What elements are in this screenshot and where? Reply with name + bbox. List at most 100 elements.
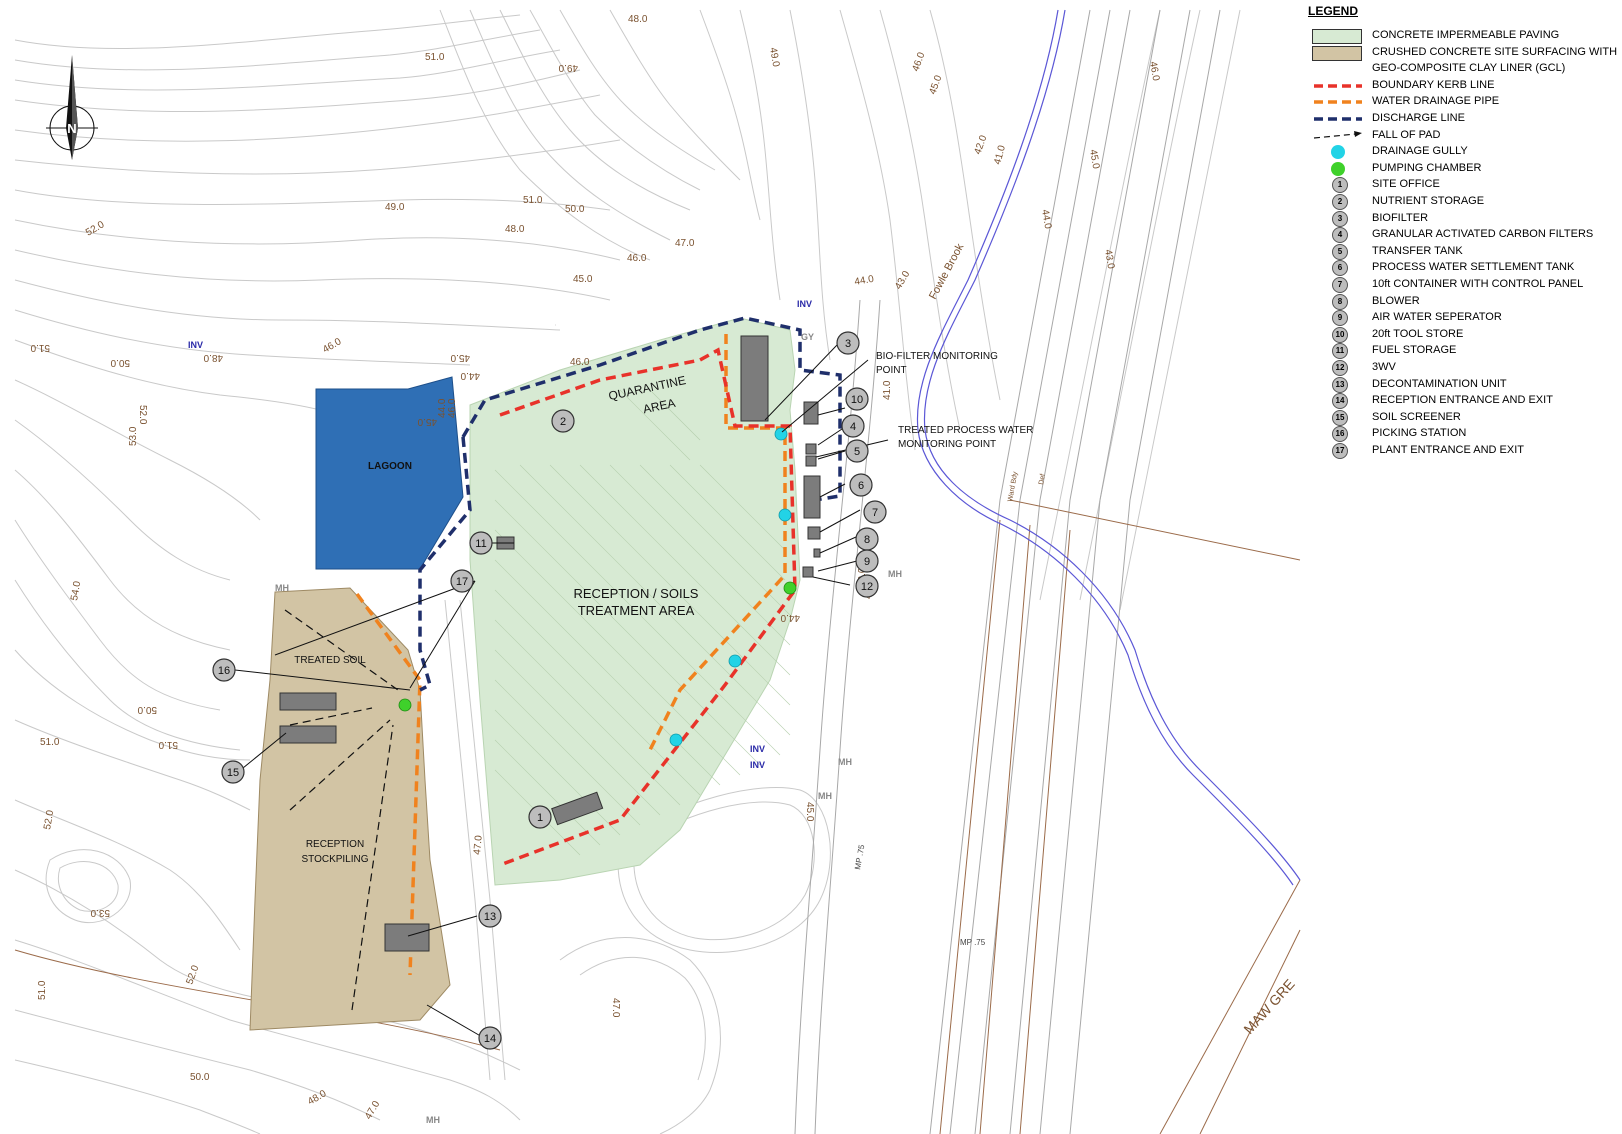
legend-symbol: 11 (1312, 343, 1364, 360)
inv-label-2: INV (188, 340, 203, 350)
legend-symbol: 4 (1312, 227, 1364, 244)
contour-elevation-label: 50.0 (137, 704, 157, 715)
badge-number: 2 (560, 416, 566, 428)
legend-symbol: 10 (1312, 326, 1364, 343)
stockpile-label-1: RECEPTION (306, 839, 364, 850)
legend-number-badge: 4 (1332, 227, 1348, 244)
contour-elevation-label: 42.0 (972, 134, 989, 156)
contour-elevation-label: 46.0 (627, 253, 647, 264)
map-number-badge: 8 (855, 527, 879, 551)
stockpile-label-2: STOCKPILING (301, 854, 368, 865)
legend-item: WATER DRAINAGE PIPE (1300, 94, 1622, 110)
badge-circle (849, 473, 873, 497)
biofilter-monitoring-label-2: POINT (876, 365, 907, 376)
legend-symbol: 12 (1312, 360, 1364, 376)
contour-elevation-label: 44.0 (460, 370, 480, 381)
legend-item-label: BLOWER (1372, 294, 1420, 307)
legend-number-badge: 15 (1332, 409, 1348, 426)
contour-elevation-label: 48.0 (306, 1088, 329, 1107)
contour-elevation-label: 50.0 (110, 357, 130, 368)
legend-item-label: GRANULAR ACTIVATED CARBON FILTERS (1372, 228, 1594, 241)
legend-item-label: SITE OFFICE (1372, 178, 1440, 191)
legend-number-badge: 1 (1332, 177, 1348, 194)
map-number-badge: 4 (841, 414, 865, 438)
legend-number-badge: 12 (1332, 360, 1348, 376)
badge-circle (855, 549, 879, 573)
contour-elevation-label: 45.0 (927, 74, 944, 96)
badge-circle (528, 805, 552, 829)
map-number-badge: 5 (845, 439, 869, 463)
north-arrow: N (46, 55, 98, 160)
contour-elevation-label: 45.0 (573, 274, 593, 285)
legend-item: 16 PICKING STATION (1300, 426, 1622, 443)
legend-title: LEGEND (1308, 4, 1359, 18)
legend-item-label: BIOFILTER (1372, 211, 1429, 224)
discharge-line (418, 316, 842, 692)
legend-item-label: GEO-COMPOSITE CLAY LINER (GCL) (1372, 62, 1566, 75)
legend-symbol (1312, 45, 1364, 61)
legend-item: PUMPING CHAMBER (1300, 161, 1622, 177)
callout-labels: BIO-FILTER MONITORING POINT TREATED PROC… (876, 351, 1033, 450)
def-label: Def (1038, 473, 1047, 485)
badge-circle (841, 414, 865, 438)
paving-area (469, 317, 801, 886)
map-number-badge: 9 (855, 549, 879, 573)
contour-elevation-label: 49.0 (767, 47, 781, 69)
contour-elevation-label: 47.0 (610, 998, 621, 1018)
biofilter-monitoring-label-1: BIO-FILTER MONITORING (876, 351, 998, 362)
legend-number-badge: 16 (1332, 426, 1348, 443)
mp-label-2: MP .75 (960, 938, 986, 947)
legend-symbol (1312, 111, 1364, 127)
north-arrow-label: N (67, 121, 76, 136)
contour-lines (14, 9, 1241, 1134)
legend-symbol (1312, 94, 1364, 110)
contour-elevation-label: 46.0 (447, 398, 458, 418)
pumping-chambers (398, 581, 797, 712)
legend-number-badge: 17 (1332, 443, 1348, 459)
legend-number-badge: 7 (1332, 277, 1348, 293)
legend-item-label: PICKING STATION (1372, 427, 1467, 440)
treated-soil-label: TREATED SOIL (294, 655, 366, 666)
gy-label: GY (801, 332, 814, 342)
legend-item: CONCRETE IMPERMEABLE PAVING (1300, 28, 1622, 44)
legend-symbol (1312, 78, 1364, 94)
map-number-badge: 7 (863, 500, 887, 524)
map-number-badge: 12 (855, 574, 879, 598)
badge-number: 12 (861, 581, 873, 593)
legend-number-badge: 11 (1332, 343, 1348, 360)
legend-item: FALL OF PAD (1300, 128, 1622, 144)
legend-symbol (1312, 128, 1364, 144)
contour-elevation-label: 51.0 (158, 739, 178, 750)
badge-number: 3 (845, 338, 851, 350)
contour-elevation-label: 54.0 (69, 580, 83, 602)
contour-elevation-label: 44.0 (1039, 209, 1053, 231)
legend-number-badge: 8 (1332, 293, 1348, 310)
ward-bdy-label: Ward Bdy (1007, 471, 1019, 503)
badge-circle (450, 569, 474, 593)
mh-label-2: MH (888, 569, 902, 579)
map-number-badge: 17 (450, 569, 474, 593)
legend-item: 3 BIOFILTER (1300, 210, 1622, 227)
contour-elevation-label: 50.0 (190, 1072, 210, 1083)
legend-symbol: 3 (1312, 210, 1364, 227)
legend-item-label: AIR WATER SEPERATOR (1372, 311, 1502, 324)
contour-elevation-label: 51.0 (425, 52, 445, 63)
contour-elevation-label: 47.0 (363, 1099, 382, 1122)
map-number-badge: 1 (528, 805, 552, 829)
legend-symbol (1312, 28, 1364, 44)
legend-item-label: DECONTAMINATION UNIT (1372, 377, 1507, 390)
map-number-badge: 6 (849, 473, 873, 497)
map-number-badge: 2 (551, 409, 575, 433)
legend-number-badge: 9 (1332, 310, 1348, 327)
contour-elevation-label: 41.0 (882, 380, 893, 400)
badge-number: 5 (854, 446, 860, 458)
badge-number: 11 (475, 538, 486, 550)
contour-elevation-label: 46.0 (321, 336, 344, 355)
badge-circle (551, 409, 575, 433)
contour-elevation-label: 51.0 (37, 980, 48, 1000)
